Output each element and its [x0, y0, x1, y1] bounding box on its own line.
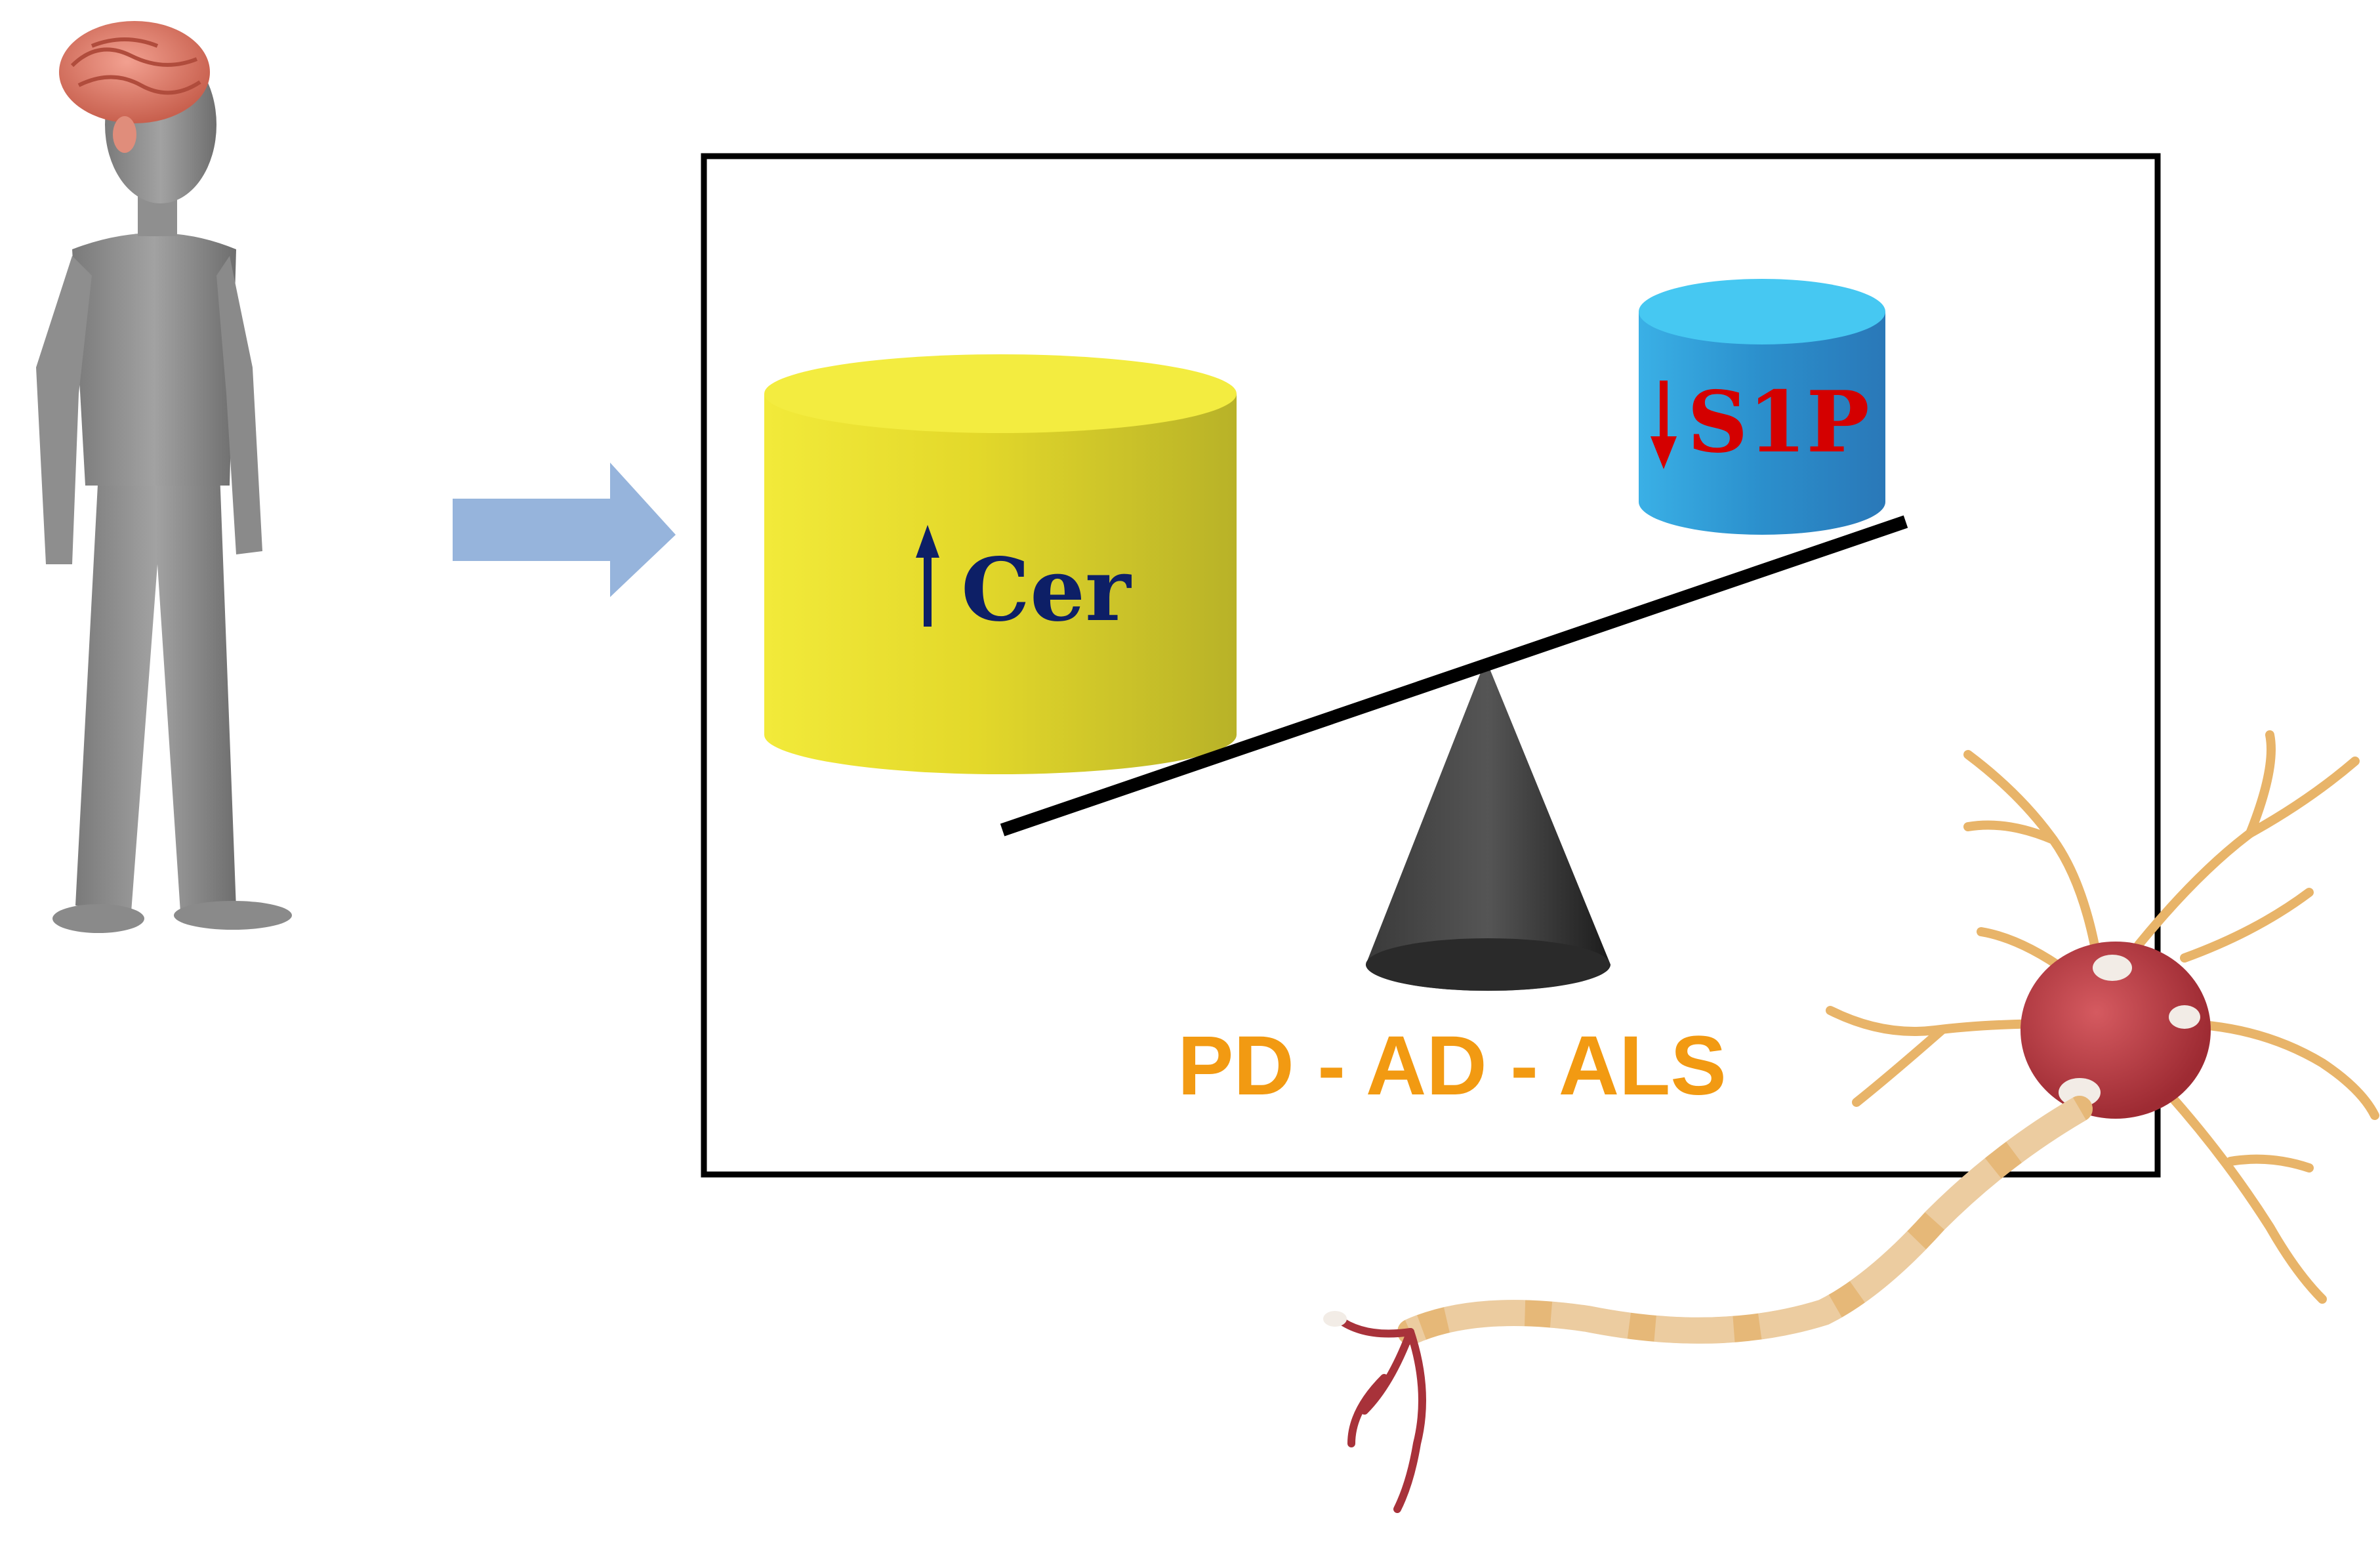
- diagram-frame: [701, 153, 2161, 1178]
- cer-cylinder: [764, 354, 1237, 774]
- down-arrow-icon: [1651, 381, 1677, 469]
- right-arrow-icon: [453, 463, 676, 597]
- cer-label: Cer: [961, 539, 1132, 641]
- disease-label: PD - AD - ALS: [1178, 1019, 1727, 1113]
- person-icon: [36, 21, 292, 933]
- s1p-cylinder: [1639, 279, 1885, 535]
- neuron-icon: [1323, 730, 2379, 1513]
- s1p-label: S1P: [1687, 373, 1870, 472]
- cone-fulcrum-icon: [1366, 659, 1611, 991]
- up-arrow-icon: [916, 525, 939, 627]
- seesaw-beam: [1000, 515, 1908, 837]
- brain-icon: [59, 21, 210, 153]
